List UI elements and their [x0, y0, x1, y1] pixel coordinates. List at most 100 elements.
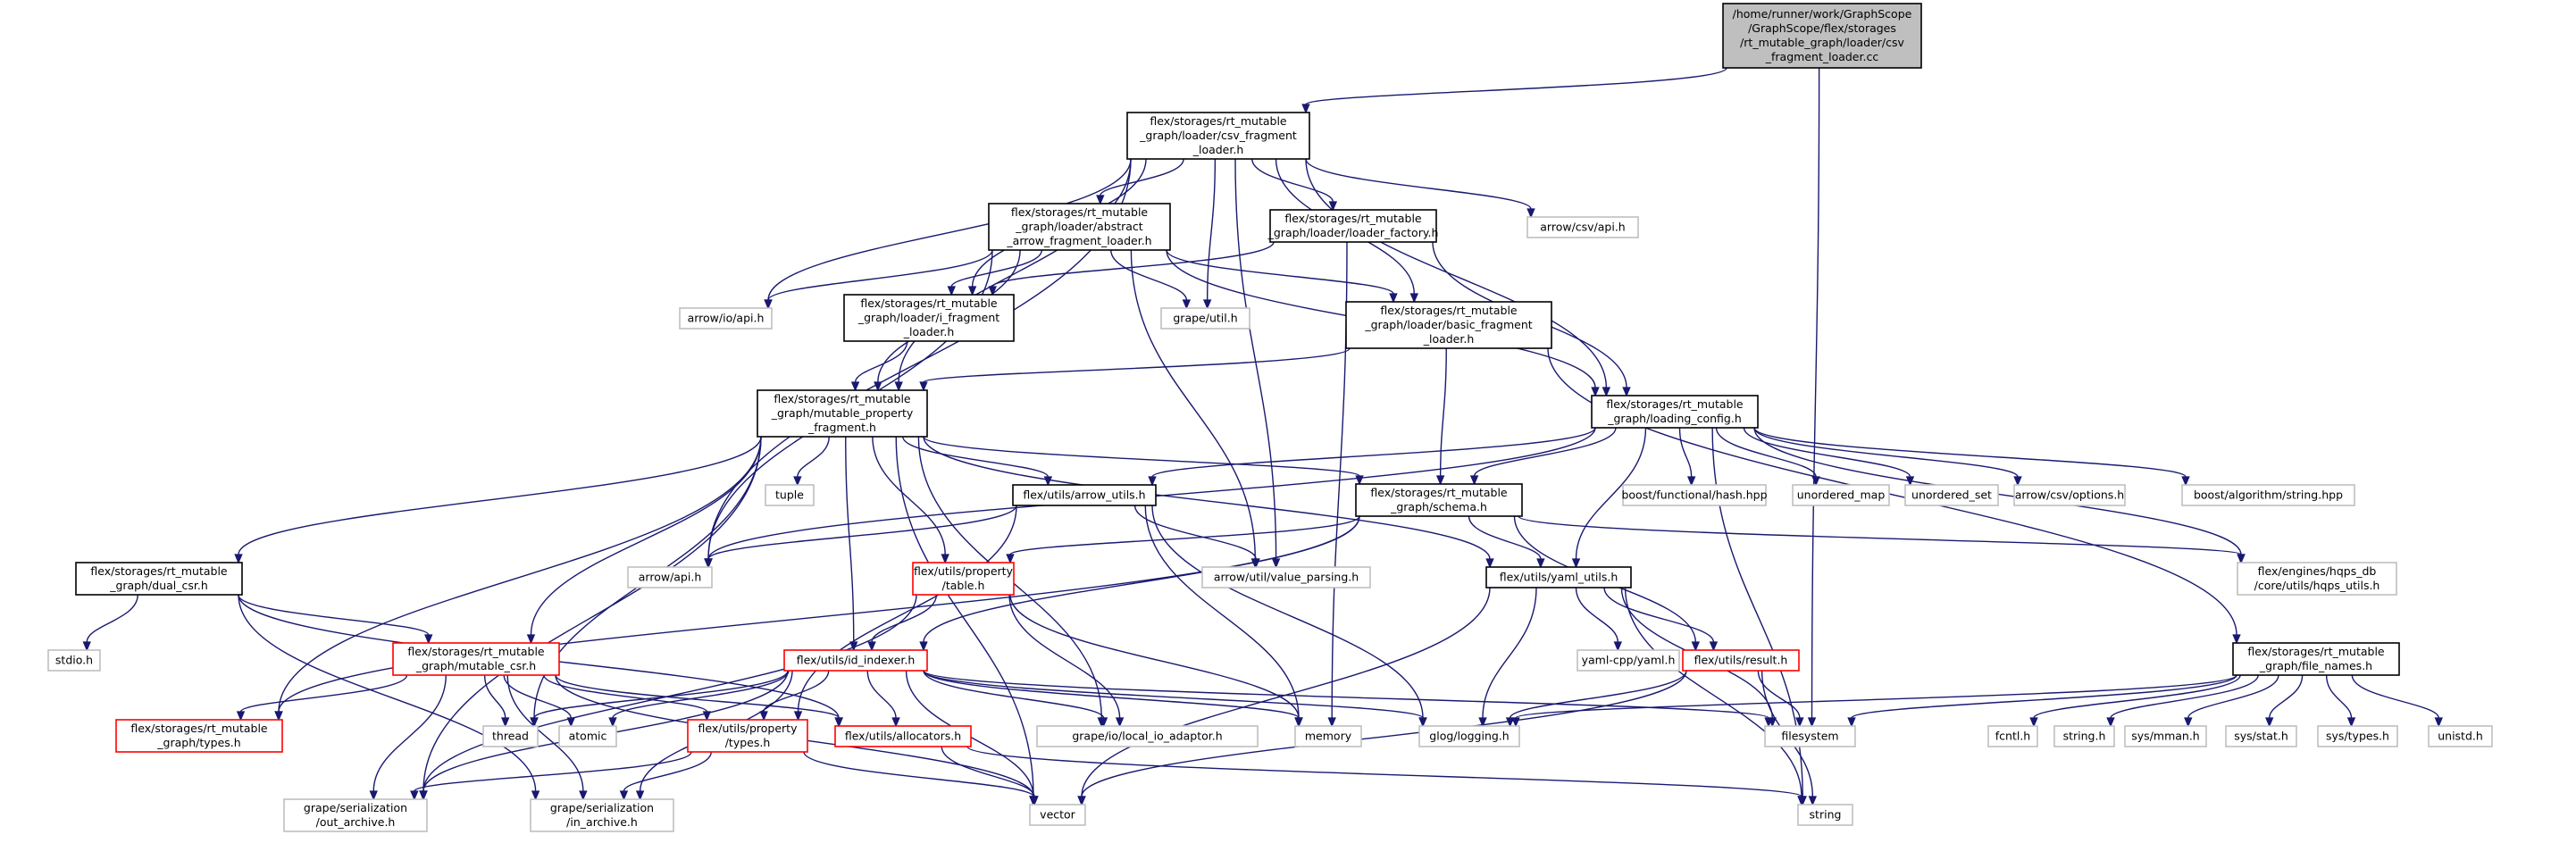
node-vector[interactable]: vector: [1029, 804, 1086, 826]
node-allocators-h[interactable]: flex/utils/allocators.h: [834, 725, 972, 747]
edge-mutable-property-fragment-h-to-property-table-h: [872, 436, 949, 564]
edge-csv-fragment-loader-h-to-abstract-arrow-fragment-loader-h: [1096, 158, 1184, 205]
node-csv-fragment-loader-h[interactable]: flex/storages/rt_mutable_graph/loader/cs…: [1126, 112, 1310, 160]
node-file-names-h[interactable]: flex/storages/rt_mutable_graph/file_name…: [2232, 642, 2400, 676]
node-label-line: flex/utils/allocators.h: [845, 730, 961, 743]
node-local-io-adaptor-h[interactable]: grape/io/local_io_adaptor.h: [1036, 725, 1259, 747]
node-label-line: flex/utils/id_indexer.h: [797, 654, 916, 667]
node-arrow-api-h[interactable]: arrow/api.h: [627, 566, 713, 588]
node-basic-fragment-loader-h[interactable]: flex/storages/rt_mutable_graph/loader/ba…: [1345, 301, 1552, 349]
node-box: [1355, 483, 1523, 517]
node-sys-mman-h[interactable]: sys/mman.h: [2124, 725, 2207, 747]
node-id-indexer-h[interactable]: flex/utils/id_indexer.h: [783, 649, 928, 672]
node-box: [1722, 3, 1922, 69]
node-arrow-csv-options-h[interactable]: arrow/csv/options.h: [2013, 484, 2126, 506]
edge-loading-config-h-to-yaml-utils-h: [1571, 427, 1647, 569]
node-sys-stat-h[interactable]: sys/stat.h: [2225, 725, 2297, 747]
node-stdio-h[interactable]: stdio.h: [47, 649, 101, 672]
node-thread[interactable]: thread: [482, 725, 539, 747]
node-in-archive-h[interactable]: grape/serialization/in_archive.h: [530, 798, 674, 832]
node-label-line: _graph/dual_csr.h: [109, 579, 208, 592]
node-box: [765, 484, 815, 506]
node-atomic[interactable]: atomic: [558, 725, 617, 747]
node-tuple[interactable]: tuple: [765, 484, 815, 506]
node-arrow-io-api-h[interactable]: arrow/io/api.h: [679, 307, 773, 330]
node-boost-hash[interactable]: boost/functional/hash.hpp: [1621, 484, 1768, 506]
node-root[interactable]: /home/runner/work/GraphScope/GraphScope/…: [1722, 3, 1922, 69]
node-unistd-h[interactable]: unistd.h: [2428, 725, 2493, 747]
node-label-line: _graph/loader/abstract: [1015, 220, 1142, 233]
edge-arrow-utils-h-to-property-types-h: [793, 505, 1017, 722]
node-property-table-h[interactable]: flex/utils/property/table.h: [912, 562, 1015, 596]
node-fcntl-h[interactable]: fcntl.h: [1987, 725, 2038, 747]
node-string-h[interactable]: string.h: [2053, 725, 2115, 747]
node-box: [283, 798, 428, 832]
node-memory[interactable]: memory: [1294, 725, 1362, 747]
node-i-fragment-loader-h[interactable]: flex/storages/rt_mutable_graph/loader/i_…: [843, 294, 1015, 342]
node-yaml-utils-h[interactable]: flex/utils/yaml_utils.h: [1485, 566, 1632, 588]
node-box: [2317, 725, 2398, 747]
node-label-line: arrow/api.h: [639, 571, 702, 584]
node-label-line: flex/storages/rt_mutable: [1606, 397, 1744, 411]
node-property-types-h[interactable]: flex/utils/property/types.h: [687, 719, 808, 753]
node-loading-config-h[interactable]: flex/storages/rt_mutable_graph/loading_c…: [1591, 395, 1759, 429]
node-types-h[interactable]: flex/storages/rt_mutable_graph/types.h: [115, 719, 283, 753]
edge-property-types-h-to-out-archive-h: [410, 751, 692, 801]
edge-property-types-h-to-in-archive-h: [619, 751, 712, 801]
node-box: [1036, 725, 1259, 747]
node-glog-logging-h[interactable]: glog/logging.h: [1418, 725, 1520, 747]
node-unordered-map[interactable]: unordered_map: [1792, 484, 1890, 506]
edge-loading-config-h-to-boost-hash: [1678, 427, 1696, 487]
edge-property-table-h-to-memory: [1009, 594, 1303, 728]
node-box: [75, 562, 243, 596]
node-label-line: flex/storages/rt_mutable: [1380, 304, 1518, 317]
node-box: [2181, 484, 2355, 506]
edge-loading-config-h-to-boost-string: [1753, 427, 2190, 487]
node-label-line: sys/stat.h: [2234, 730, 2288, 743]
edge-file-names-h-to-fcntl-h: [2029, 674, 2241, 728]
edge-i-fragment-loader-h-to-mutable-property-fragment-h: [850, 340, 908, 392]
node-unordered-set[interactable]: unordered_set: [1904, 484, 1999, 506]
node-label-line: _graph/schema.h: [1390, 500, 1487, 513]
node-label-line: _graph/loader/i_fragment: [857, 311, 999, 324]
node-mutable-property-fragment-h[interactable]: flex/storages/rt_mutable_graph/mutable_p…: [757, 389, 928, 438]
node-out-archive-h[interactable]: grape/serialization/out_archive.h: [283, 798, 428, 832]
node-box: [2124, 725, 2207, 747]
edge-abstract-arrow-fragment-loader-h-to-grape-util-h: [1110, 249, 1192, 310]
node-dual-csr-h[interactable]: flex/storages/rt_mutable_graph/dual_csr.…: [75, 562, 243, 596]
node-label-line: unordered_set: [1911, 488, 1992, 502]
node-boost-string[interactable]: boost/algorithm/string.hpp: [2181, 484, 2355, 506]
edge-arrow-utils-h-to-arrow-api-h: [704, 505, 1017, 569]
node-arrow-utils-h[interactable]: flex/utils/arrow_utils.h: [1012, 484, 1157, 506]
node-loader-factory-h[interactable]: flex/storages/rt_mutable_graph/loader/lo…: [1267, 209, 1439, 243]
node-abstract-arrow-fragment-loader-h[interactable]: flex/storages/rt_mutable_graph/loader/ab…: [988, 203, 1171, 251]
node-label-line: /types.h: [725, 736, 771, 749]
node-hqps-utils-h[interactable]: flex/engines/hqps_db/core/utils/hqps_uti…: [2237, 562, 2397, 596]
node-value-parsing-h[interactable]: arrow/util/value_parsing.h: [1201, 566, 1371, 588]
node-box: [2053, 725, 2115, 747]
edge-schema-h-to-hqps-utils-h: [1518, 515, 2246, 564]
edge-csv-fragment-loader-h-to-mutable-property-fragment-h: [894, 158, 1132, 392]
node-arrow-csv-api-h[interactable]: arrow/csv/api.h: [1526, 216, 1639, 238]
node-label-line: _graph/mutable_property: [771, 406, 914, 420]
node-schema-h[interactable]: flex/storages/rt_mutable_graph/schema.h: [1355, 483, 1523, 517]
edge-loading-config-h-to-schema-h: [1469, 427, 1617, 486]
node-box: [757, 389, 928, 438]
node-result-h[interactable]: flex/utils/result.h: [1682, 649, 1800, 672]
node-filesystem[interactable]: filesystem: [1764, 725, 1856, 747]
edge-schema-h-to-property-table-h: [1006, 515, 1360, 564]
node-label-line: flex/storages/rt_mutable: [774, 392, 911, 405]
node-label-line: _graph/loader/csv_fragment: [1139, 129, 1297, 142]
node-label-line: flex/storages/rt_mutable: [1150, 114, 1287, 128]
edge-schema-h-to-yaml-utils-h: [1468, 515, 1545, 569]
edge-file-names-h-to-sys-types-h: [2325, 674, 2356, 728]
node-grape-util-h[interactable]: grape/util.h: [1160, 307, 1250, 330]
node-label-line: stdio.h: [55, 654, 93, 667]
node-string[interactable]: string: [1797, 804, 1853, 826]
edge-id-indexer-h-to-glog-logging-h: [923, 670, 1427, 728]
node-yaml-cpp[interactable]: yaml-cpp/yaml.h: [1577, 649, 1680, 672]
node-mutable-csr-h[interactable]: flex/storages/rt_mutable_graph/mutable_c…: [392, 642, 560, 676]
node-sys-types-h[interactable]: sys/types.h: [2317, 725, 2398, 747]
edge-mutable-property-fragment-h-to-tuple: [793, 436, 830, 487]
node-label-line: yaml-cpp/yaml.h: [1582, 654, 1676, 667]
